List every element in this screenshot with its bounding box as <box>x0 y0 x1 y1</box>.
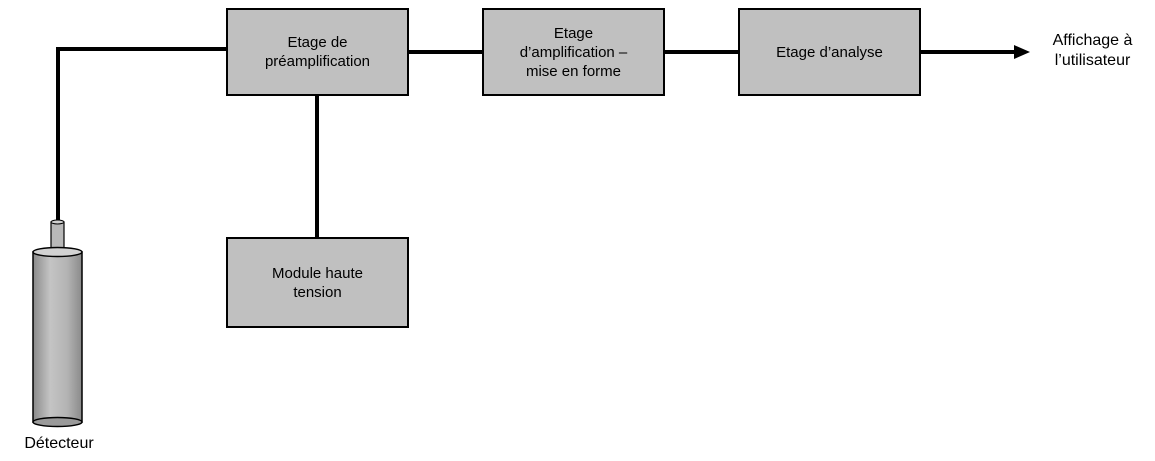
high-voltage-module-block: Module haute tension <box>226 237 409 328</box>
detector-icon <box>32 219 83 428</box>
preamplification-stage-block: Etage de préamplification <box>226 8 409 96</box>
analysis-stage-block: Etage d’analyse <box>738 8 921 96</box>
wire-detector-to-preamp <box>56 47 226 224</box>
output-arrowhead-icon <box>1014 45 1030 59</box>
amplification-shaping-stage-block: Etage d’amplification – mise en forme <box>482 8 665 96</box>
detector-label: Détecteur <box>24 435 94 452</box>
output-label: Affichage à l’utilisateur <box>1052 32 1133 69</box>
